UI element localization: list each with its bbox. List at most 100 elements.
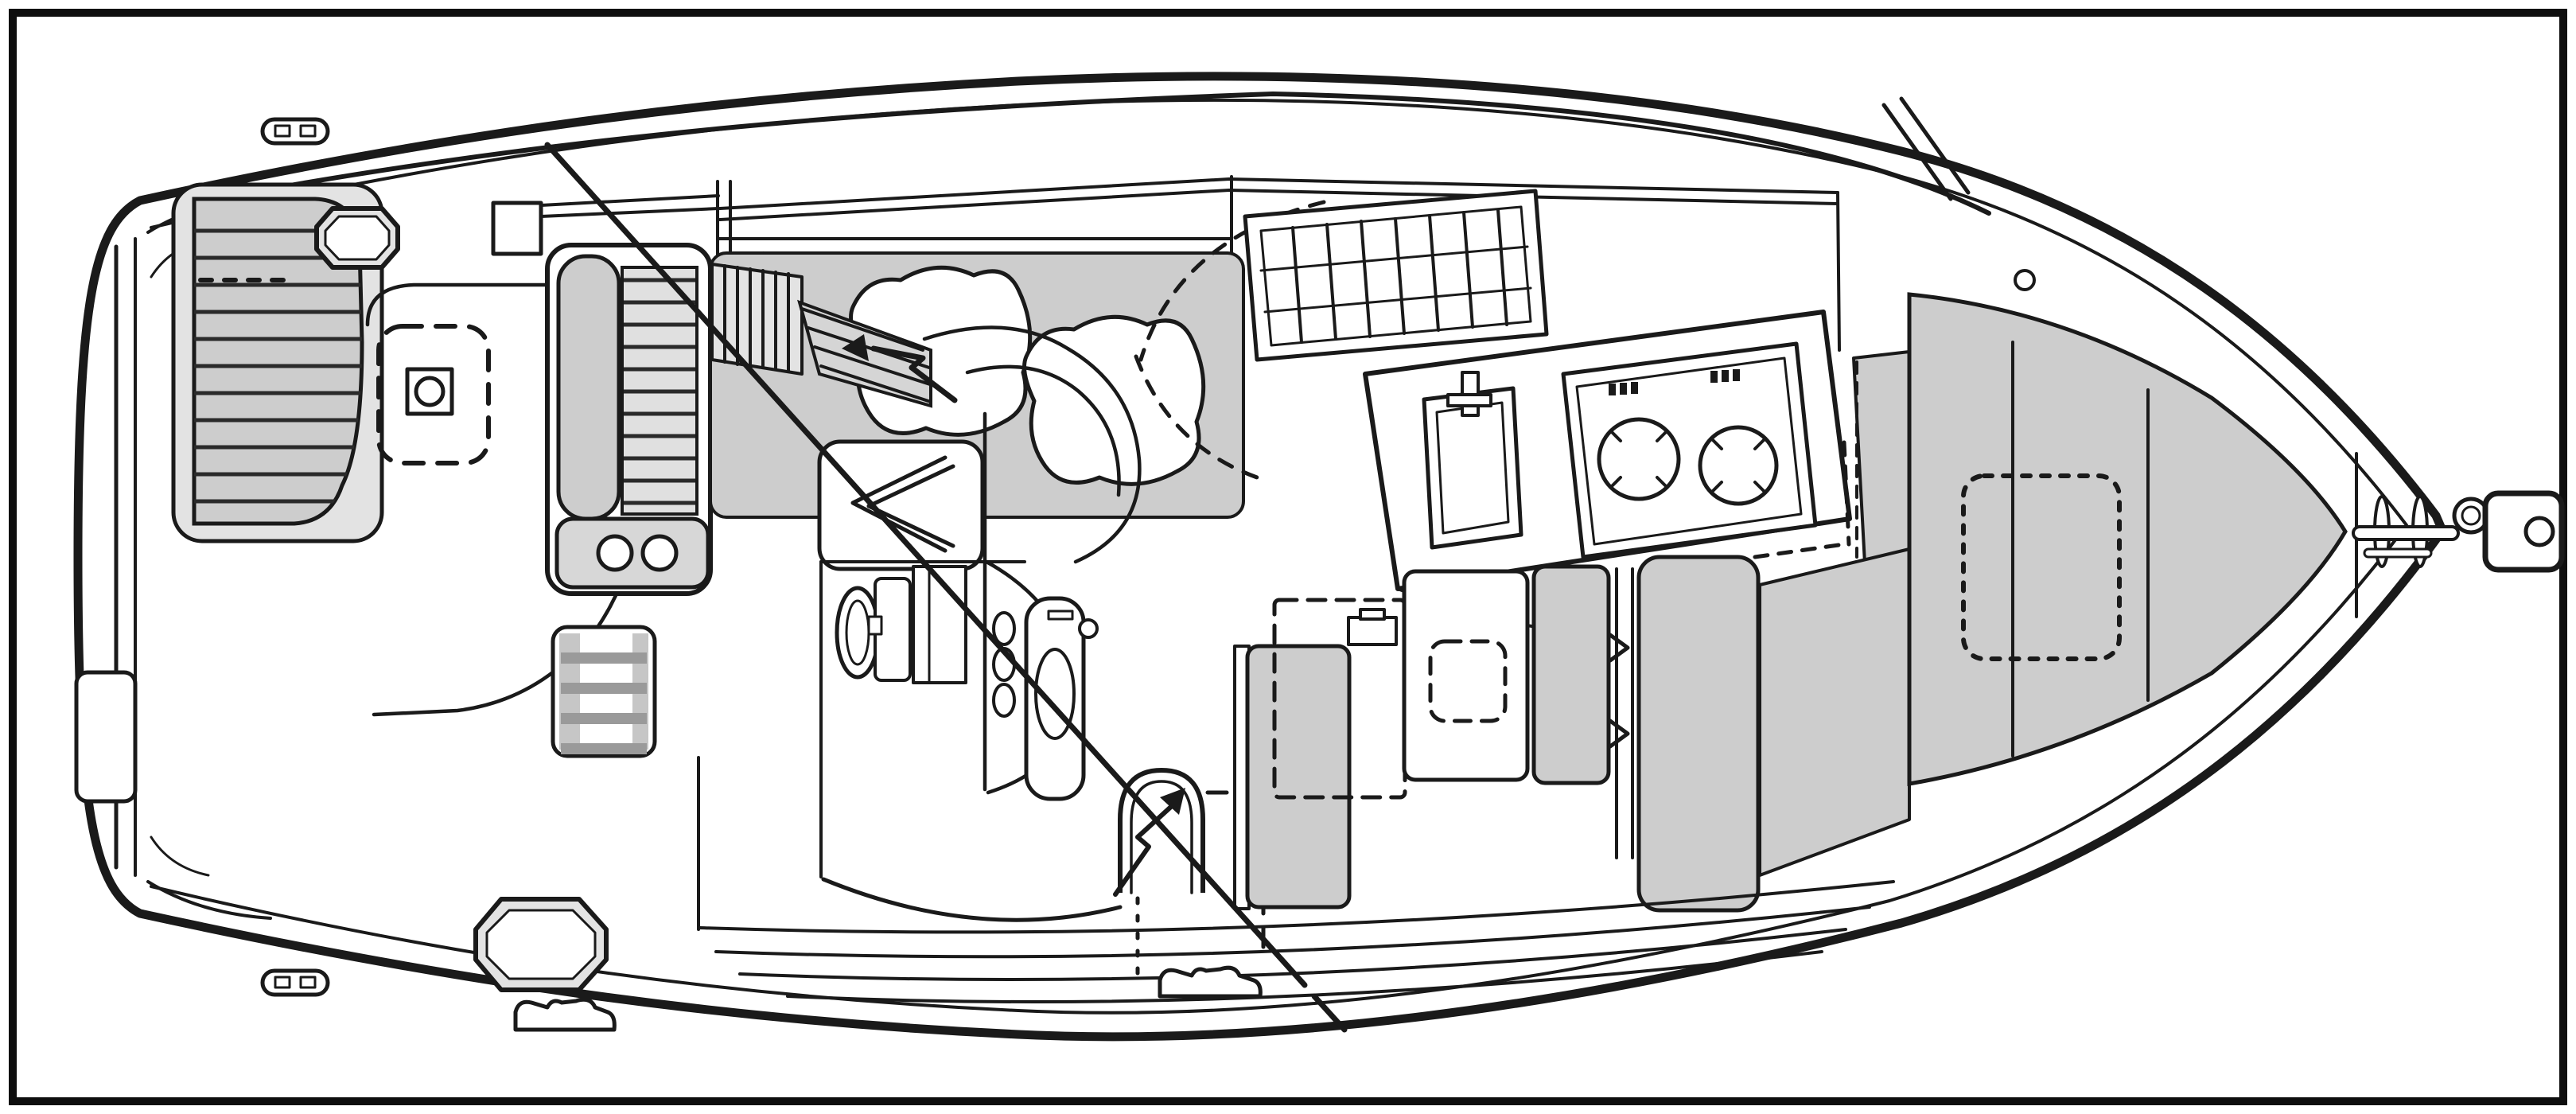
faucet-bar [1446, 393, 1492, 407]
arrow-head-icon [842, 334, 869, 361]
deck-hatch-hexagon-bottom [473, 897, 609, 992]
bench-chevron-1 [850, 455, 948, 553]
head-door-arch [1118, 768, 1205, 894]
table-dashed-outline [376, 324, 491, 465]
side-deck-planks [698, 880, 1895, 1003]
rail-line [1899, 96, 1971, 195]
swing-arc-cabin [1134, 354, 1259, 480]
hex-inner [324, 215, 391, 261]
v-berth-cushion [1907, 292, 2348, 786]
dinette-table-hatch [1428, 639, 1508, 723]
v-berth [1907, 292, 2358, 786]
stove-controls [1609, 369, 1740, 395]
stairs-side-pad [556, 254, 621, 521]
cleat-body [260, 117, 330, 146]
wet-bar-cabinet [491, 180, 732, 266]
arrow-head-icon [1160, 788, 1185, 815]
wet-bar-box [491, 201, 543, 256]
toilet-detail-oval [992, 683, 1016, 718]
rack-pins [1291, 208, 1508, 344]
hex-inner [485, 909, 597, 980]
stove-dashed-edge [1842, 440, 1851, 547]
flush-button [1078, 618, 1099, 639]
cupholder-icon [640, 534, 679, 572]
panel-tab [1347, 616, 1398, 646]
burner-icon [1597, 417, 1681, 501]
dinette-backrest [1636, 555, 1761, 913]
cleat-horn [299, 976, 317, 989]
cabinet-line-1 [539, 194, 720, 207]
cleat-body [260, 968, 330, 997]
cockpit-table-base [405, 367, 454, 416]
stairs-arrow [842, 334, 958, 403]
arch-inner [1130, 780, 1193, 894]
bow-pulpit [2482, 490, 2565, 573]
wall-chevron [1608, 719, 1630, 749]
section-cut-line [544, 142, 1348, 1033]
headboard-stripes [723, 264, 790, 373]
aft-bench-seat [171, 182, 384, 543]
lounge-bench [817, 439, 985, 571]
stove-inner [1575, 356, 1803, 546]
cupholder-icon [596, 534, 634, 572]
cabin-entry-steps [551, 625, 657, 758]
dinette-table [1402, 569, 1530, 782]
stove [1561, 341, 1851, 559]
stove-top [1561, 341, 1818, 559]
berth-join-panel [1758, 547, 1911, 877]
dinette-seat [1531, 564, 1611, 785]
dinette-fridge-outline [1272, 598, 1407, 800]
galley-side-counter [1852, 350, 1911, 565]
step-bar [561, 713, 647, 724]
dish-rack [1243, 189, 1549, 362]
galley [718, 177, 1911, 632]
band-line-2 [718, 189, 1839, 221]
berth-pillow [1022, 314, 1206, 486]
cleat-horn [299, 124, 317, 138]
bench-chevron-2 [866, 464, 955, 548]
companionway-stairs [545, 243, 713, 596]
anchor-windlass [2352, 495, 2460, 568]
stair-treads [624, 278, 695, 505]
sink-outer [1422, 386, 1523, 550]
flush-handle [1047, 610, 1074, 621]
step-bar [561, 652, 647, 664]
step-bar [561, 743, 647, 754]
dinette-wall [1608, 567, 1634, 859]
toilet-bowl [1034, 648, 1076, 740]
toilet [992, 596, 1099, 801]
galley-cabinet-band [718, 177, 1841, 352]
step-bar [561, 683, 647, 694]
vanity-knob [867, 615, 883, 636]
stern-corner-curve-bottom [146, 880, 272, 920]
bench-outline [817, 439, 985, 571]
pulpit-eye [2523, 516, 2555, 547]
swim-step [74, 670, 138, 804]
panel-tab-notch [1359, 608, 1386, 621]
cut-line [544, 142, 1308, 988]
table-pedestal-socket [414, 376, 446, 407]
windlass-crossbar [2352, 525, 2460, 541]
deck-cleat-center [1158, 965, 1263, 999]
stern-cleat-top [260, 117, 330, 146]
dinette-fridge-panel [1245, 644, 1352, 910]
cabinet-line-2 [539, 207, 720, 218]
swim-platform [74, 237, 138, 877]
pulpit-platform [2482, 490, 2565, 573]
shower-floor-arc [821, 877, 1123, 922]
stove-dashed-edge [1753, 542, 1846, 559]
rack-rails [1259, 245, 1532, 314]
stern-cleat-bottom [260, 968, 330, 997]
windlass-crossbar-2 [2363, 547, 2433, 559]
cockpit-table-footprint [376, 324, 491, 465]
deck-cleat-left [513, 997, 617, 1032]
cleat-horn [274, 124, 291, 138]
wall-chevron [1608, 633, 1630, 663]
galley-sink [1422, 371, 1523, 550]
fan-treads [800, 307, 934, 403]
arrow-shaft [870, 345, 958, 403]
v-berth-seams [2011, 341, 2150, 758]
rail-line [1881, 103, 1953, 201]
band-line-1 [718, 177, 1839, 210]
